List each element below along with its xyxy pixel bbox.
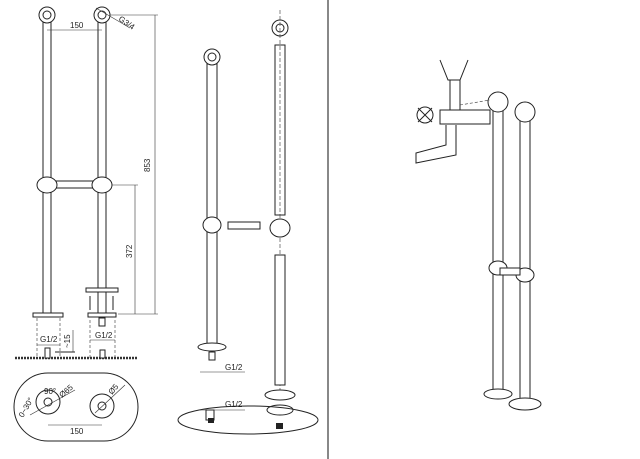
dim-angle: 90° — [44, 387, 56, 396]
dim-total-height: 853 — [143, 158, 152, 172]
elevation-view: 150 G3/4 853 372 G1/2 ~15 G1/2 — [15, 6, 158, 360]
dim-exploded-inlet-1: G1/2 — [225, 363, 243, 372]
assembled-view — [415, 59, 542, 411]
dim-spacing-top: 150 — [70, 21, 84, 30]
dim-hole-dia: Ø5 — [107, 382, 121, 396]
dim-spacing-bottom: 150 — [70, 427, 84, 436]
dim-inlet-right: G1/2 — [95, 331, 113, 340]
dim-inlet-left: G1/2 — [40, 335, 58, 344]
dim-offset: ~15 — [63, 334, 72, 348]
dim-outlet-thread: G3/4 — [117, 14, 137, 32]
dim-crossbar-height: 372 — [125, 244, 134, 258]
dim-exploded-inlet-2: G1/2 — [225, 400, 243, 409]
dim-flange-dia: Ø65 — [58, 383, 76, 400]
plan-view: 90° 0~30° Ø65 Ø5 150 — [13, 372, 139, 442]
exploded-view: G1/2 G1/2 — [177, 10, 319, 435]
dim-angle-range: 0~30° — [17, 396, 35, 419]
